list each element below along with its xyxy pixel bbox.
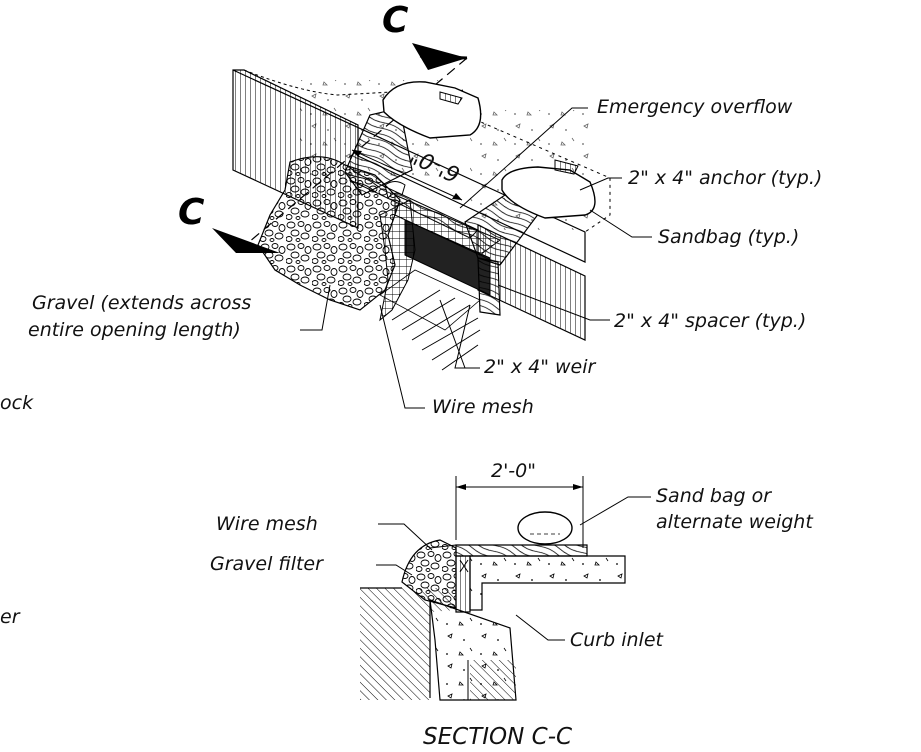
emergency-overflow-label: Emergency overflow	[597, 96, 793, 118]
anchor-right	[464, 159, 596, 266]
sandbag-label: Sandbag (typ.)	[658, 226, 800, 248]
section-title: SECTION C-C	[423, 724, 573, 750]
wire-mesh-label: Wire mesh	[432, 396, 534, 418]
gravel-mass	[257, 156, 416, 322]
partial-label-er: er	[0, 606, 20, 628]
section-c-label-left: C	[178, 192, 205, 233]
gravel-label-line2: entire opening length)	[28, 319, 241, 341]
sand-bag-label-line2: alternate weight	[656, 511, 813, 533]
weir-label: 2" x 4" weir	[484, 356, 596, 378]
section-c-label-top: C	[382, 0, 409, 41]
partial-label-ock: ock	[0, 392, 34, 414]
gravel-label-line1: Gravel (extends across	[32, 292, 252, 314]
leader-lines	[300, 107, 652, 409]
dimension-2ft-label: 2'-0"	[491, 460, 536, 482]
curb-inlet-label: Curb inlet	[570, 629, 663, 651]
dimension-6ft	[351, 149, 463, 201]
anchor-label: 2" x 4" anchor (typ.)	[628, 167, 823, 189]
anchor-left	[344, 81, 482, 196]
section-c-c-drawing	[360, 476, 651, 701]
gravel-filter-label: Gravel filter	[210, 553, 323, 575]
sand-bag-label-line1: Sand bag or	[656, 485, 772, 507]
spacer-label: 2" x 4" spacer (typ.)	[614, 310, 807, 332]
wire-mesh-section-label: Wire mesh	[216, 513, 318, 535]
